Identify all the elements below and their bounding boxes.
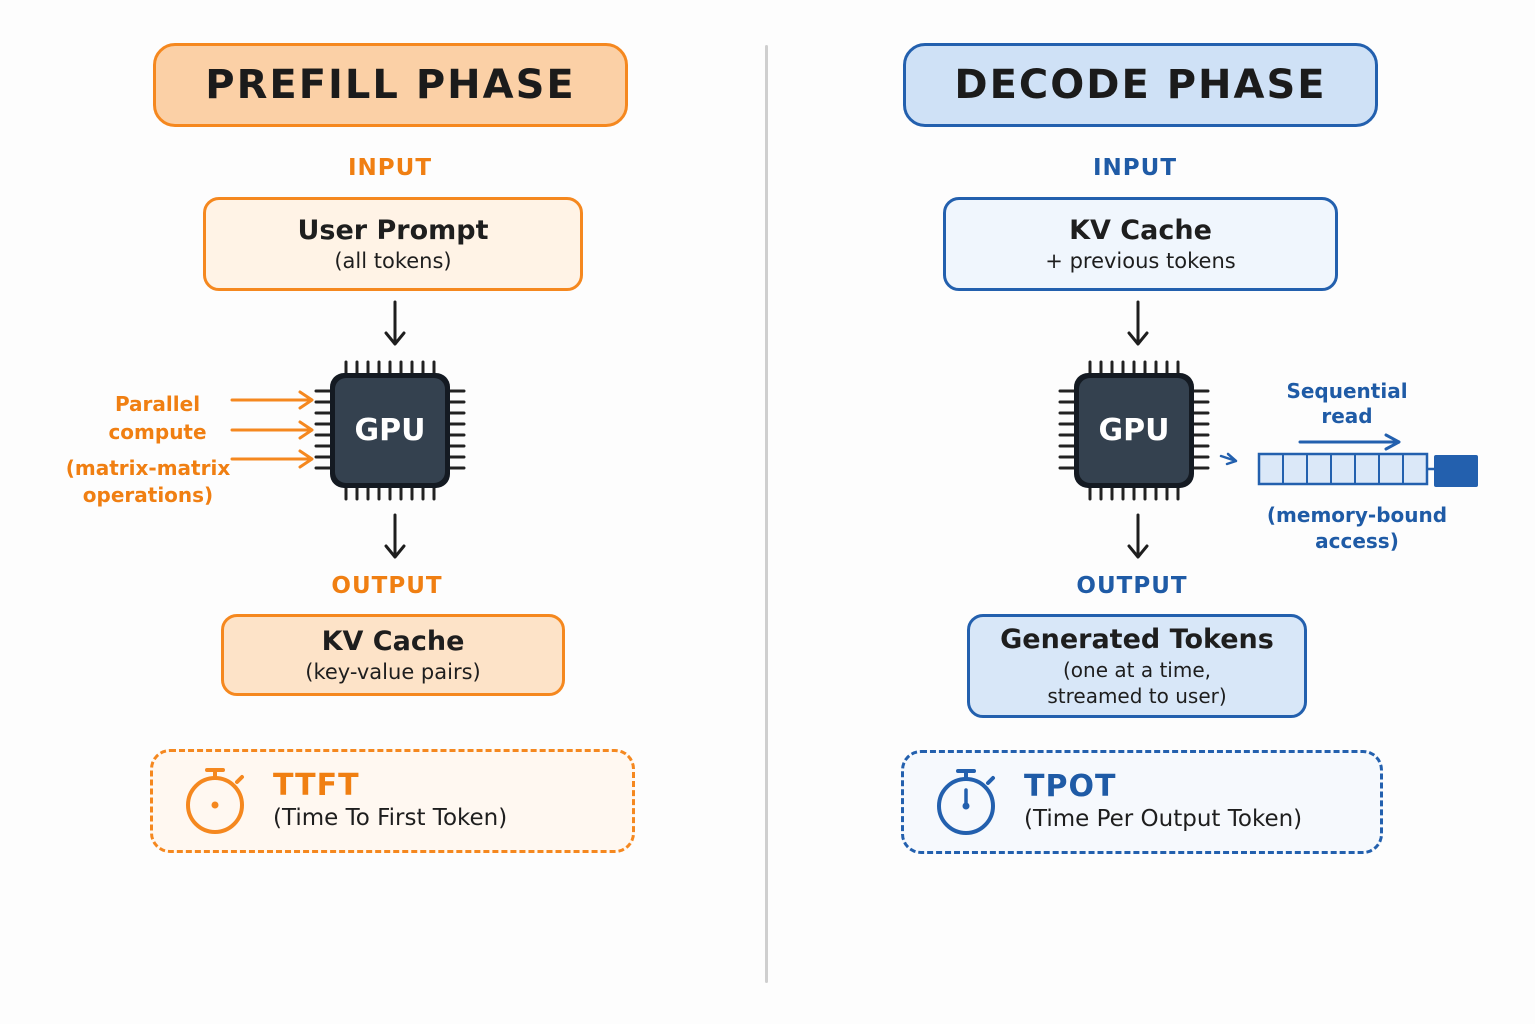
prefill-output-card: KV Cache (key-value pairs)	[221, 614, 565, 696]
prefill-metric-box: TTFT (Time To First Token)	[150, 749, 635, 853]
decode-metric-full: (Time Per Output Token)	[1024, 806, 1303, 832]
prefill-metric-abbr: TTFT	[273, 768, 360, 803]
memory-block	[1434, 455, 1478, 487]
decode-output-sub-1: (one at a time,	[1063, 658, 1211, 682]
decode-gpu-label: GPU	[1098, 413, 1170, 448]
prefill-input-main: User Prompt	[297, 214, 489, 246]
decode-output-card: Generated Tokens (one at a time, streame…	[967, 614, 1307, 718]
decode-input-label: INPUT	[1092, 155, 1178, 181]
sequential-arrow	[1298, 433, 1401, 451]
memory-read-diagram	[1219, 433, 1478, 487]
decode-output-label: OUTPUT	[1076, 573, 1188, 599]
prefill-side-note-4: operations)	[82, 483, 214, 507]
prefill-title: PREFILL PHASE	[153, 43, 628, 127]
decode-down-arrow-2	[1127, 513, 1149, 559]
prefill-metric-full: (Time To First Token)	[273, 805, 508, 831]
decode-metric-abbr: TPOT	[1024, 769, 1117, 804]
prefill-side-note-1: Parallel	[114, 392, 201, 416]
prefill-side-note-3: (matrix-matrix	[65, 456, 231, 480]
decode-metric-box: TPOT (Time Per Output Token)	[901, 750, 1383, 854]
prefill-output-sub: (key-value pairs)	[305, 659, 481, 684]
decode-down-arrow-1	[1127, 300, 1149, 346]
stopwatch-icon	[186, 768, 244, 834]
center-divider	[765, 45, 768, 983]
parallel-arrows	[230, 390, 314, 469]
decode-input-sub: + previous tokens	[1045, 248, 1236, 273]
prefill-input-label: INPUT	[347, 155, 433, 181]
prefill-down-arrow-1	[384, 300, 406, 346]
decode-output-main: Generated Tokens	[1000, 624, 1274, 655]
stopwatch-icon	[937, 769, 995, 835]
decode-gpu-chip: GPU	[1054, 358, 1222, 503]
gpu-chip-icon	[1058, 360, 1210, 501]
prefill-output-main: KV Cache	[321, 625, 465, 657]
prefill-down-arrow-2	[384, 513, 406, 559]
decode-side-note-4: access)	[1315, 529, 1399, 553]
prefill-output-label: OUTPUT	[331, 573, 443, 599]
decode-output-sub-2: streamed to user)	[1047, 684, 1227, 708]
prefill-gpu-chip: GPU	[310, 358, 478, 503]
decode-input-main: KV Cache	[1069, 214, 1212, 246]
prefill-input-sub: (all tokens)	[334, 248, 452, 273]
memory-bar	[1257, 452, 1429, 486]
decode-title: DECODE PHASE	[903, 43, 1378, 127]
decode-side-note-3: (memory-bound	[1266, 503, 1448, 527]
prefill-side-note-2: compute	[108, 420, 207, 444]
decode-side-note-1: Sequential	[1286, 379, 1408, 403]
decode-side-note-2: read	[1321, 404, 1373, 428]
gpu-chip-icon	[314, 360, 466, 501]
decode-input-card: KV Cache + previous tokens	[943, 197, 1338, 291]
prefill-input-card: User Prompt (all tokens)	[203, 197, 583, 291]
prefill-gpu-label: GPU	[354, 413, 426, 448]
